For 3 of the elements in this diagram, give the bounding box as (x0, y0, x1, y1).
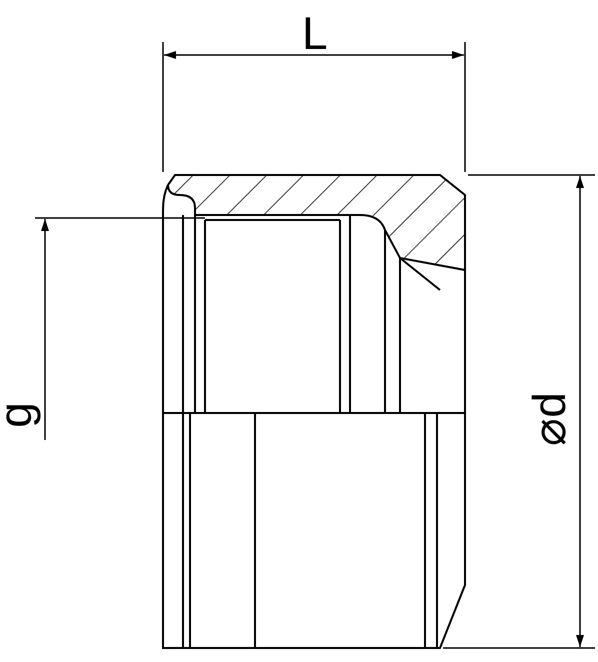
dimension-label: g (0, 402, 38, 428)
dimension-label: L (302, 10, 328, 56)
dimension-label: ⌀d (526, 392, 572, 446)
